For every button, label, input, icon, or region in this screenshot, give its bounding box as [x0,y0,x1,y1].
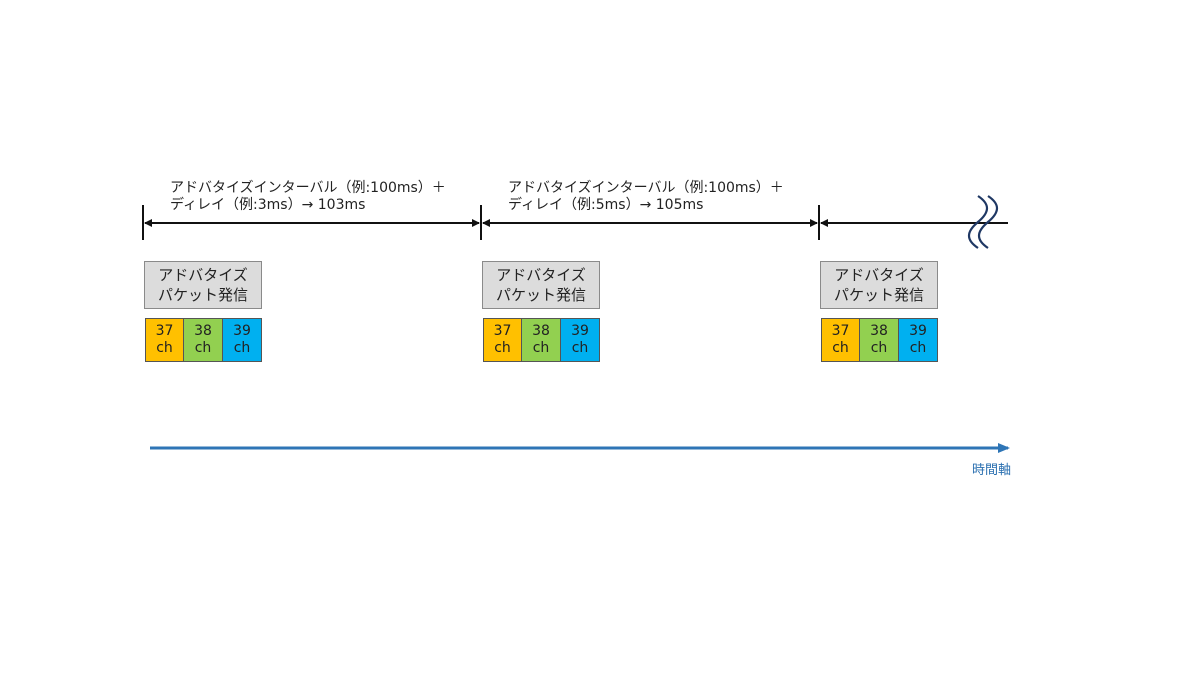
channel-number: 39 [909,323,927,339]
channel-number: 38 [870,323,888,339]
channel-number: 39 [571,323,589,339]
channel-39-cell: 39 ch [899,318,938,362]
channel-unit: ch [532,340,550,356]
packet-box-1-line2: パケット発信 [157,286,248,304]
packet-box-3: アドバタイズ パケット発信 [820,261,938,309]
channel-number: 37 [831,323,850,339]
packet-box-1-line1: アドバタイズ [158,266,248,284]
channel-unit: ch [832,340,849,356]
channel-38-cell: 38 ch [522,318,561,362]
packet-box-2-line1: アドバタイズ [496,266,586,284]
interval-label-2-line2: ディレイ（例:5ms）→ 105ms [508,197,704,213]
channel-37-cell: 37 ch [145,318,184,362]
break-symbol-right [977,195,999,249]
break-symbol-left [967,195,989,249]
channel-unit: ch [571,340,589,356]
channel-unit: ch [156,340,173,356]
channel-unit: ch [494,340,511,356]
channel-unit: ch [870,340,888,356]
channel-number: 37 [493,323,512,339]
channel-39-cell: 39 ch [223,318,262,362]
channel-number: 38 [194,323,212,339]
channel-38-cell: 38 ch [184,318,223,362]
time-axis-label: 時間軸 [972,463,1012,478]
channel-unit: ch [909,340,927,356]
channel-38-cell: 38 ch [860,318,899,362]
channel-39-cell: 39 ch [561,318,600,362]
packet-box-3-line1: アドバタイズ [834,266,924,284]
interval-label-2-line1: アドバタイズインターバル（例:100ms）＋ [508,180,784,196]
interval-label-1-line2: ディレイ（例:3ms）→ 103ms [170,197,366,213]
packet-box-2: アドバタイズ パケット発信 [482,261,600,309]
channel-group-3: 37 ch 38 ch 39 ch [821,318,938,362]
channel-group-1: 37 ch 38 ch 39 ch [145,318,262,362]
channel-group-2: 37 ch 38 ch 39 ch [483,318,600,362]
interval-label-1-line1: アドバタイズインターバル（例:100ms）＋ [170,180,446,196]
channel-37-cell: 37 ch [821,318,860,362]
interval-label-1: アドバタイズインターバル（例:100ms）＋ ディレイ（例:3ms）→ 103m… [170,180,446,214]
packet-box-1: アドバタイズ パケット発信 [144,261,262,309]
channel-number: 38 [532,323,550,339]
packet-box-2-line2: パケット発信 [495,286,586,304]
packet-box-3-line2: パケット発信 [833,286,924,304]
channel-number: 37 [155,323,174,339]
interval-label-2: アドバタイズインターバル（例:100ms）＋ ディレイ（例:5ms）→ 105m… [508,180,784,214]
channel-37-cell: 37 ch [483,318,522,362]
channel-unit: ch [233,340,251,356]
channel-number: 39 [233,323,251,339]
channel-unit: ch [194,340,212,356]
